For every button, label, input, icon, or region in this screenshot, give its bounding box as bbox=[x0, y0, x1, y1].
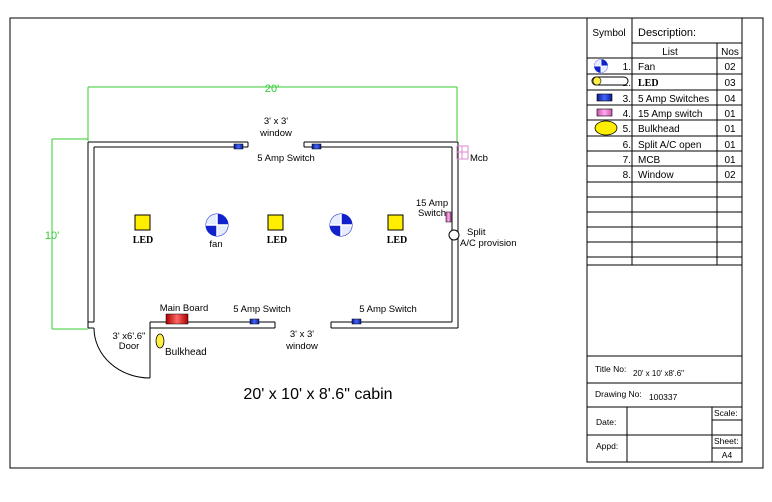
fan-2-icon bbox=[329, 213, 353, 237]
legend-bulkhead-icon bbox=[594, 120, 618, 136]
legend-item-nos: 04 bbox=[724, 94, 736, 105]
appd-label: Appd: bbox=[596, 441, 618, 451]
legend-item-number: 3. bbox=[623, 94, 631, 105]
window-top-label-2: window bbox=[259, 128, 292, 139]
door-swing bbox=[93, 327, 151, 379]
legend-item-nos: 02 bbox=[724, 170, 736, 181]
mcb-icon bbox=[456, 145, 469, 160]
legend-item-number: 4. bbox=[623, 109, 631, 120]
title-no-label: Title No: bbox=[595, 364, 626, 374]
split-ac-icon bbox=[448, 229, 460, 241]
scale-label: Scale: bbox=[714, 408, 738, 418]
legend-item-nos: 03 bbox=[724, 78, 736, 89]
led-1-icon bbox=[134, 214, 151, 231]
switch-15amp-icon bbox=[445, 211, 452, 223]
drawing-title: 20' x 10' x 8'.6" cabin bbox=[243, 386, 392, 403]
legend-item-description: Split A/C open bbox=[638, 140, 701, 151]
sheet-label: Sheet: bbox=[714, 436, 739, 446]
split-ac-label-2: A/C provision bbox=[460, 238, 517, 249]
drawing-no-value: 100337 bbox=[649, 392, 678, 402]
switch-15amp-label-2: Switch bbox=[418, 208, 446, 219]
main-board-icon bbox=[165, 313, 189, 325]
legend-item-description: Bulkhead bbox=[638, 124, 680, 135]
led-2-icon bbox=[267, 214, 284, 231]
legend-header-nos: Nos bbox=[721, 47, 739, 58]
main-board-label: Main Board bbox=[160, 303, 209, 314]
legend-item-number: 1. bbox=[623, 62, 631, 73]
legend-item-number: 7. bbox=[623, 155, 631, 166]
door-label-1: 3' x6'.6" bbox=[113, 331, 146, 342]
drawing-no-label: Drawing No: bbox=[595, 389, 642, 399]
legend-item-description: Fan bbox=[638, 62, 655, 73]
legend-item-nos: 01 bbox=[724, 124, 736, 135]
legend-item-description: 15 Amp switch bbox=[638, 109, 702, 120]
date-label: Date: bbox=[596, 417, 616, 427]
legend-led-tube-icon bbox=[591, 76, 629, 86]
led-2-label: LED bbox=[267, 235, 288, 246]
led-3-label: LED bbox=[387, 235, 408, 246]
legend-item-description: Window bbox=[638, 170, 674, 181]
legend-item-description: MCB bbox=[638, 155, 661, 166]
sheet-border bbox=[9, 17, 764, 469]
window-top-label-1: 3' x 3' bbox=[264, 116, 288, 127]
led-3-icon bbox=[387, 214, 404, 231]
legend-item-nos: 01 bbox=[724, 140, 736, 151]
door-label-2: Door bbox=[119, 341, 140, 352]
legend-item-nos: 01 bbox=[724, 109, 736, 120]
legend-switch-5amp-icon bbox=[596, 93, 613, 102]
switch-top-label: 5 Amp Switch bbox=[257, 153, 315, 164]
legend-item-number: 6. bbox=[623, 140, 631, 151]
walls bbox=[87, 141, 459, 329]
window-bottom-label-1: 3' x 3' bbox=[290, 329, 314, 340]
led-1-label: LED bbox=[133, 235, 154, 246]
legend-switch-15amp-icon bbox=[596, 108, 613, 117]
switch-15amp-label-1: 15 Amp bbox=[416, 198, 448, 209]
switch-5amp-bottom-right-icon bbox=[351, 318, 362, 325]
legend-fan-icon bbox=[593, 58, 609, 74]
window-bottom-label-2: window bbox=[285, 341, 318, 352]
dimension-lines bbox=[51, 86, 458, 330]
switch-bottom-right-label: 5 Amp Switch bbox=[359, 304, 417, 315]
legend-header-list: List bbox=[662, 47, 678, 58]
switch-5amp-top-right-icon bbox=[311, 143, 322, 150]
legend-panel: Symbol Description: List Nos 1.Fan022.LE… bbox=[586, 17, 743, 463]
fan-1-icon bbox=[205, 213, 229, 237]
legend-header-description: Description: bbox=[638, 27, 696, 39]
mcb-label: Mcb bbox=[470, 153, 488, 164]
sheet-value: A4 bbox=[722, 450, 733, 460]
dimension-length-label: 20' bbox=[265, 83, 279, 95]
dimension-width-label: 10' bbox=[45, 230, 59, 242]
fan-1-label: fan bbox=[209, 239, 222, 250]
floor-plan: 20' 10' 3' x 3' window bbox=[45, 83, 517, 403]
legend-item-number: 5. bbox=[623, 124, 631, 135]
legend-item-description: 5 Amp Switches bbox=[638, 94, 709, 105]
split-ac-label-1: Split bbox=[467, 227, 486, 238]
legend-item-nos: 01 bbox=[724, 155, 736, 166]
switch-5amp-bottom-left-icon bbox=[249, 318, 260, 325]
legend-item-number: 8. bbox=[623, 170, 631, 181]
legend-header-symbol: Symbol bbox=[592, 28, 625, 39]
title-no-value: 20' x 10' x8'.6" bbox=[633, 369, 684, 378]
bulkhead-icon bbox=[155, 333, 165, 349]
bulkhead-label: Bulkhead bbox=[165, 347, 207, 358]
legend-item-nos: 02 bbox=[724, 62, 736, 73]
switch-bottom-left-label: 5 Amp Switch bbox=[233, 304, 291, 315]
legend-item-description: LED bbox=[638, 78, 659, 89]
switch-5amp-top-left-icon bbox=[233, 143, 244, 150]
